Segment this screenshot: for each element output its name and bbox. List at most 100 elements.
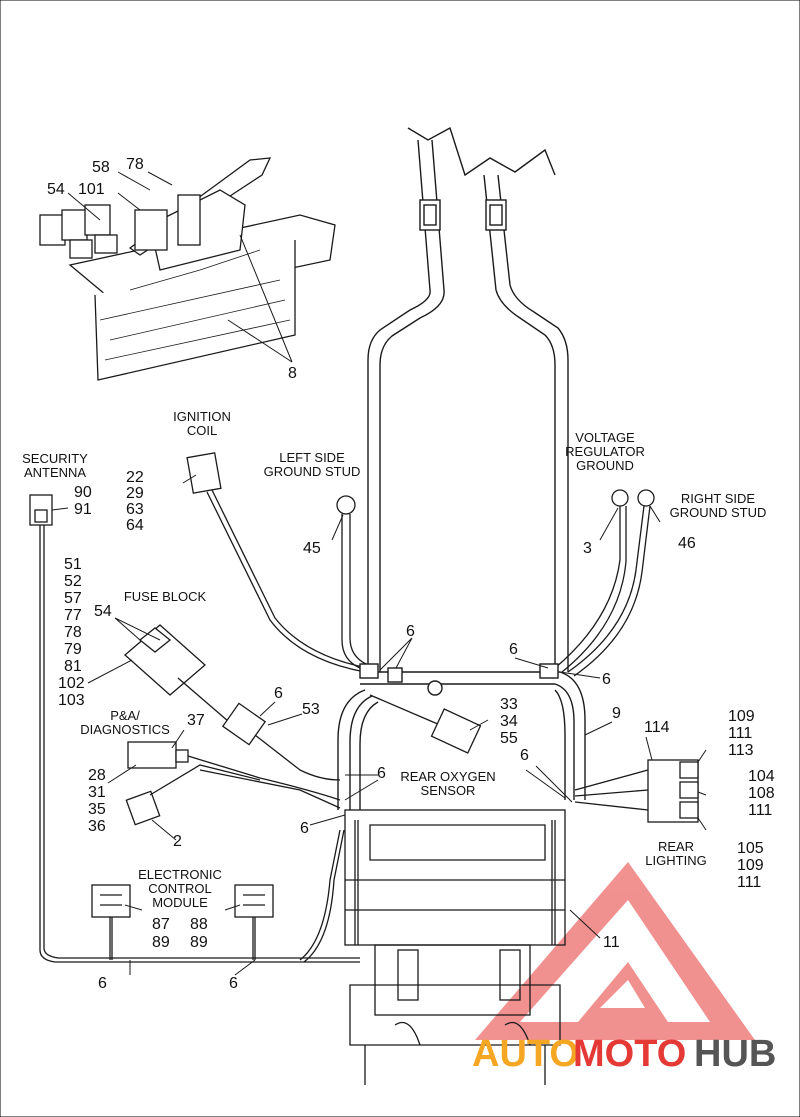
- callout-46: 46: [678, 535, 696, 552]
- ecm-label-1: ELECTRONIC: [138, 867, 222, 882]
- security-antenna: [29, 494, 360, 963]
- voltage-regulator-label-1: VOLTAGE: [575, 430, 635, 445]
- callout-6-h: 6: [98, 975, 107, 992]
- diag-num-35: 35: [88, 801, 106, 818]
- watermark-moto: MOTO: [573, 1033, 686, 1075]
- diag-num-36: 36: [88, 818, 106, 835]
- right-ground-stud-label-1: RIGHT SIDE: [681, 491, 755, 506]
- fuse-block: [124, 624, 341, 781]
- diag-num-31: 31: [88, 784, 106, 801]
- callout-2: 2: [173, 833, 182, 850]
- callout-53: 53: [302, 701, 320, 718]
- callout-3: 3: [583, 540, 592, 557]
- watermark-hub: HUB: [694, 1033, 776, 1075]
- callout-11: 11: [603, 934, 620, 951]
- o2-num-33: 33: [500, 696, 518, 713]
- relay-bot-105: 105: [737, 840, 764, 857]
- voltage-regulator-label-2: REGULATOR: [565, 444, 645, 459]
- callout-6-e: 6: [377, 765, 386, 782]
- callout-54-fuse: 54: [94, 603, 112, 620]
- callout-6-c: 6: [602, 671, 611, 688]
- ignition-coil-label-1: IGNITION: [173, 409, 231, 424]
- rear-oxygen-sensor-label-1: REAR OXYGEN: [400, 769, 495, 784]
- callout-114: 114: [644, 719, 670, 736]
- fuse-num-57: 57: [64, 590, 82, 607]
- callout-78-top: 78: [126, 156, 144, 173]
- ecm-right-89: 89: [190, 934, 208, 951]
- watermark-logo: [475, 862, 755, 1040]
- ignition-num-29: 29: [126, 485, 144, 502]
- pa-diagnostics-label-1: P&A/: [110, 708, 140, 723]
- callout-6-i: 6: [229, 975, 238, 992]
- callout-6-b: 6: [509, 641, 518, 658]
- relay-top-111: 111: [728, 725, 752, 742]
- relay-top-109: 109: [728, 708, 755, 725]
- ignition-num-63: 63: [126, 501, 144, 518]
- component-labels: SECURITY ANTENNA IGNITION COIL LEFT SIDE…: [22, 409, 766, 910]
- rear-lighting-label-1: REAR: [658, 839, 694, 854]
- rear-oxygen-sensor-label-2: SENSOR: [421, 783, 476, 798]
- ignition-num-22: 22: [126, 469, 144, 486]
- antenna-num-90: 90: [74, 484, 92, 501]
- callout-101: 101: [78, 181, 105, 198]
- callout-6-g: 6: [300, 820, 309, 837]
- callout-6-a: 6: [406, 623, 415, 640]
- diag-num-28: 28: [88, 767, 106, 784]
- fuse-block-label: FUSE BLOCK: [124, 589, 207, 604]
- left-ground-stud-label-1: LEFT SIDE: [279, 450, 345, 465]
- watermark-text: AUTO MOTO HUB: [472, 1033, 776, 1075]
- callout-9: 9: [612, 705, 621, 722]
- ecm-label-3: MODULE: [152, 895, 208, 910]
- voltage-regulator-label-3: GROUND: [576, 458, 634, 473]
- relay-top-113: 113: [728, 742, 754, 759]
- fuse-num-79: 79: [64, 641, 82, 658]
- callout-6-d: 6: [274, 685, 283, 702]
- rear-oxygen-sensor-connector: [369, 694, 482, 754]
- fuse-num-52: 52: [64, 573, 82, 590]
- pa-diagnostics-label-2: DIAGNOSTICS: [80, 722, 170, 737]
- callout-45: 45: [303, 540, 321, 557]
- upper-harness: [367, 126, 569, 672]
- relay-mid-104: 104: [748, 768, 775, 785]
- callout-numbers: 54 101 58 78 8 22 29 63 64 90 91 45 3 46…: [47, 156, 775, 992]
- fuse-num-78: 78: [64, 624, 82, 641]
- electrical-caddy: [39, 157, 336, 381]
- fuse-num-102: 102: [58, 675, 85, 692]
- left-ground-stud-lead: [336, 495, 367, 669]
- o2-num-34: 34: [500, 713, 518, 730]
- right-ground-stud-label-2: GROUND STUD: [670, 505, 767, 520]
- rear-lighting-connectors: [574, 759, 699, 823]
- relay-mid-111: 111: [748, 802, 772, 819]
- ignition-coil-lead: [186, 452, 369, 673]
- diagnostics-connectors: [125, 741, 341, 826]
- relay-mid-108: 108: [748, 785, 775, 802]
- ecm-left-87: 87: [152, 916, 170, 933]
- watermark-auto: AUTO: [472, 1033, 579, 1075]
- ecm-right-88: 88: [190, 916, 208, 933]
- callout-8: 8: [288, 365, 297, 382]
- fuse-num-51: 51: [64, 556, 82, 573]
- ignition-coil-label-2: COIL: [187, 423, 217, 438]
- ecm-label-2: CONTROL: [148, 881, 212, 896]
- leader-lines: [51, 171, 707, 976]
- callout-37: 37: [187, 712, 205, 729]
- rear-lighting-label-2: LIGHTING: [645, 853, 706, 868]
- callout-6-f: 6: [520, 747, 529, 764]
- security-antenna-label-2: ANTENNA: [24, 465, 86, 480]
- callout-58: 58: [92, 159, 110, 176]
- o2-num-55: 55: [500, 730, 518, 747]
- left-ground-stud-label-2: GROUND STUD: [264, 464, 361, 479]
- ecm-left-89: 89: [152, 934, 170, 951]
- fuse-num-81: 81: [64, 658, 82, 675]
- relay-bot-109: 109: [737, 857, 764, 874]
- relay-bot-111: 111: [737, 874, 761, 891]
- battery-tray: [344, 809, 566, 1085]
- security-antenna-label-1: SECURITY: [22, 451, 88, 466]
- callout-54-top: 54: [47, 181, 65, 198]
- antenna-num-91: 91: [74, 501, 92, 518]
- regulator-ground-leads: [554, 489, 655, 677]
- ecm-modules: [91, 829, 345, 963]
- fuse-num-103: 103: [58, 692, 85, 709]
- ignition-num-64: 64: [126, 517, 144, 534]
